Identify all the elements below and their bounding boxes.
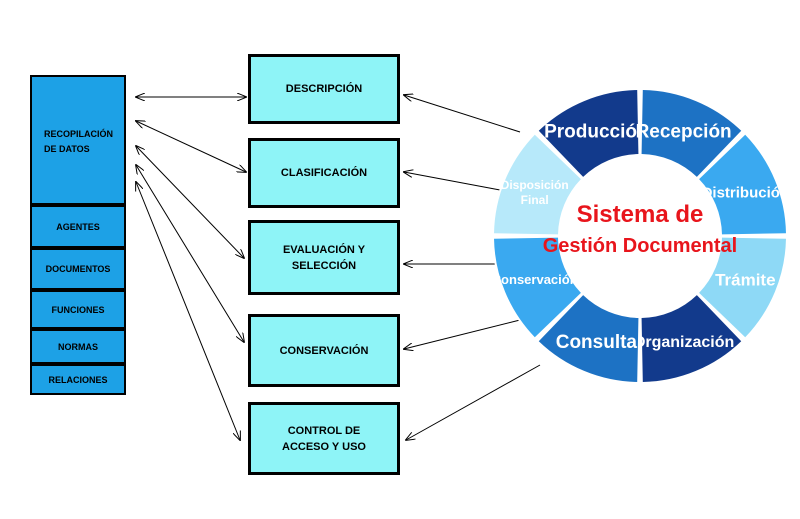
evaluacion-box: EVALUACIÓN Y SELECCIÓN — [248, 220, 400, 295]
wheel-label-5: Organización — [633, 334, 734, 351]
conservacion-box: CONSERVACIÓN — [248, 314, 400, 387]
wheel-center-title-line2: Gestión Documental — [543, 235, 737, 257]
wheel-segment-3 — [699, 134, 786, 235]
evaluacion-label-line1: EVALUACIÓN Y — [282, 243, 366, 256]
connector-evaluacion — [136, 146, 244, 258]
wheel-arrow-control — [406, 364, 541, 440]
wheel-segment-1 — [538, 90, 639, 177]
control-acceso-box: CONTROL DE ACCESO Y USO — [248, 402, 400, 475]
control-acceso-label-line2: ACCESO Y USO — [282, 440, 366, 453]
wheel-label-1: Producción — [544, 121, 649, 142]
conservacion-label: CONSERVACIÓN — [279, 344, 369, 357]
wheel-label-2: Recepción — [636, 121, 732, 142]
documentos-label: DOCUMENTOS — [45, 264, 111, 274]
clasificacion-label: CLASIFICACIÓN — [280, 167, 368, 179]
documentos-box: DOCUMENTOS — [30, 248, 126, 290]
control-acceso-label-line1: CONTROL DE — [287, 424, 361, 437]
normas-label: NORMAS — [58, 341, 98, 352]
wheel-label-6: Consulta — [556, 332, 638, 353]
gestion-documental-wheel: ProducciónRecepciónDistribuciónTrámiteOr… — [492, 88, 789, 384]
wheel-segment-2 — [641, 90, 742, 177]
funciones-box: FUNCIONES — [30, 290, 126, 329]
wheel-arrow-descripcion — [404, 95, 521, 133]
funciones-label: FUNCIONES — [51, 304, 105, 315]
normas-box: NORMAS — [30, 329, 126, 364]
descripcion-label: DESCRIPCIÓN — [285, 83, 363, 95]
clasificacion-box: CLASIFICACIÓN — [248, 138, 400, 208]
connector-control — [136, 182, 240, 440]
wheel-segment-7 — [494, 237, 581, 338]
wheel-segment-8 — [494, 134, 581, 235]
wheel-label-3: Distribución — [702, 185, 790, 202]
wheel-segment-6 — [538, 295, 639, 382]
wheel-label-4: Trámite — [715, 271, 775, 290]
wheel-center-title-line1: Sistema de — [577, 201, 704, 228]
agentes-box: AGENTES — [30, 205, 126, 248]
evaluacion-label-line2: SELECCIÓN — [291, 259, 357, 272]
descripcion-box: DESCRIPCIÓN — [248, 54, 400, 124]
recopilacion-datos-label: RECOPILACIÓN DE DATOS — [44, 129, 114, 154]
agentes-label: AGENTES — [56, 221, 100, 232]
relaciones-box: RELACIONES — [30, 364, 126, 395]
wheel-arrow-conservacion — [404, 319, 521, 349]
relaciones-label: RELACIONES — [48, 374, 108, 385]
recopilacion-datos-box: RECOPILACIÓN DE DATOS — [30, 75, 126, 205]
wheel-label-7: Conservación — [492, 272, 578, 287]
wheel-segment-5 — [641, 295, 742, 382]
wheel-center — [560, 156, 720, 316]
connector-clasificacion — [136, 121, 246, 172]
wheel-arrow-clasificacion — [404, 172, 501, 191]
wheel-segment-4 — [699, 237, 786, 338]
